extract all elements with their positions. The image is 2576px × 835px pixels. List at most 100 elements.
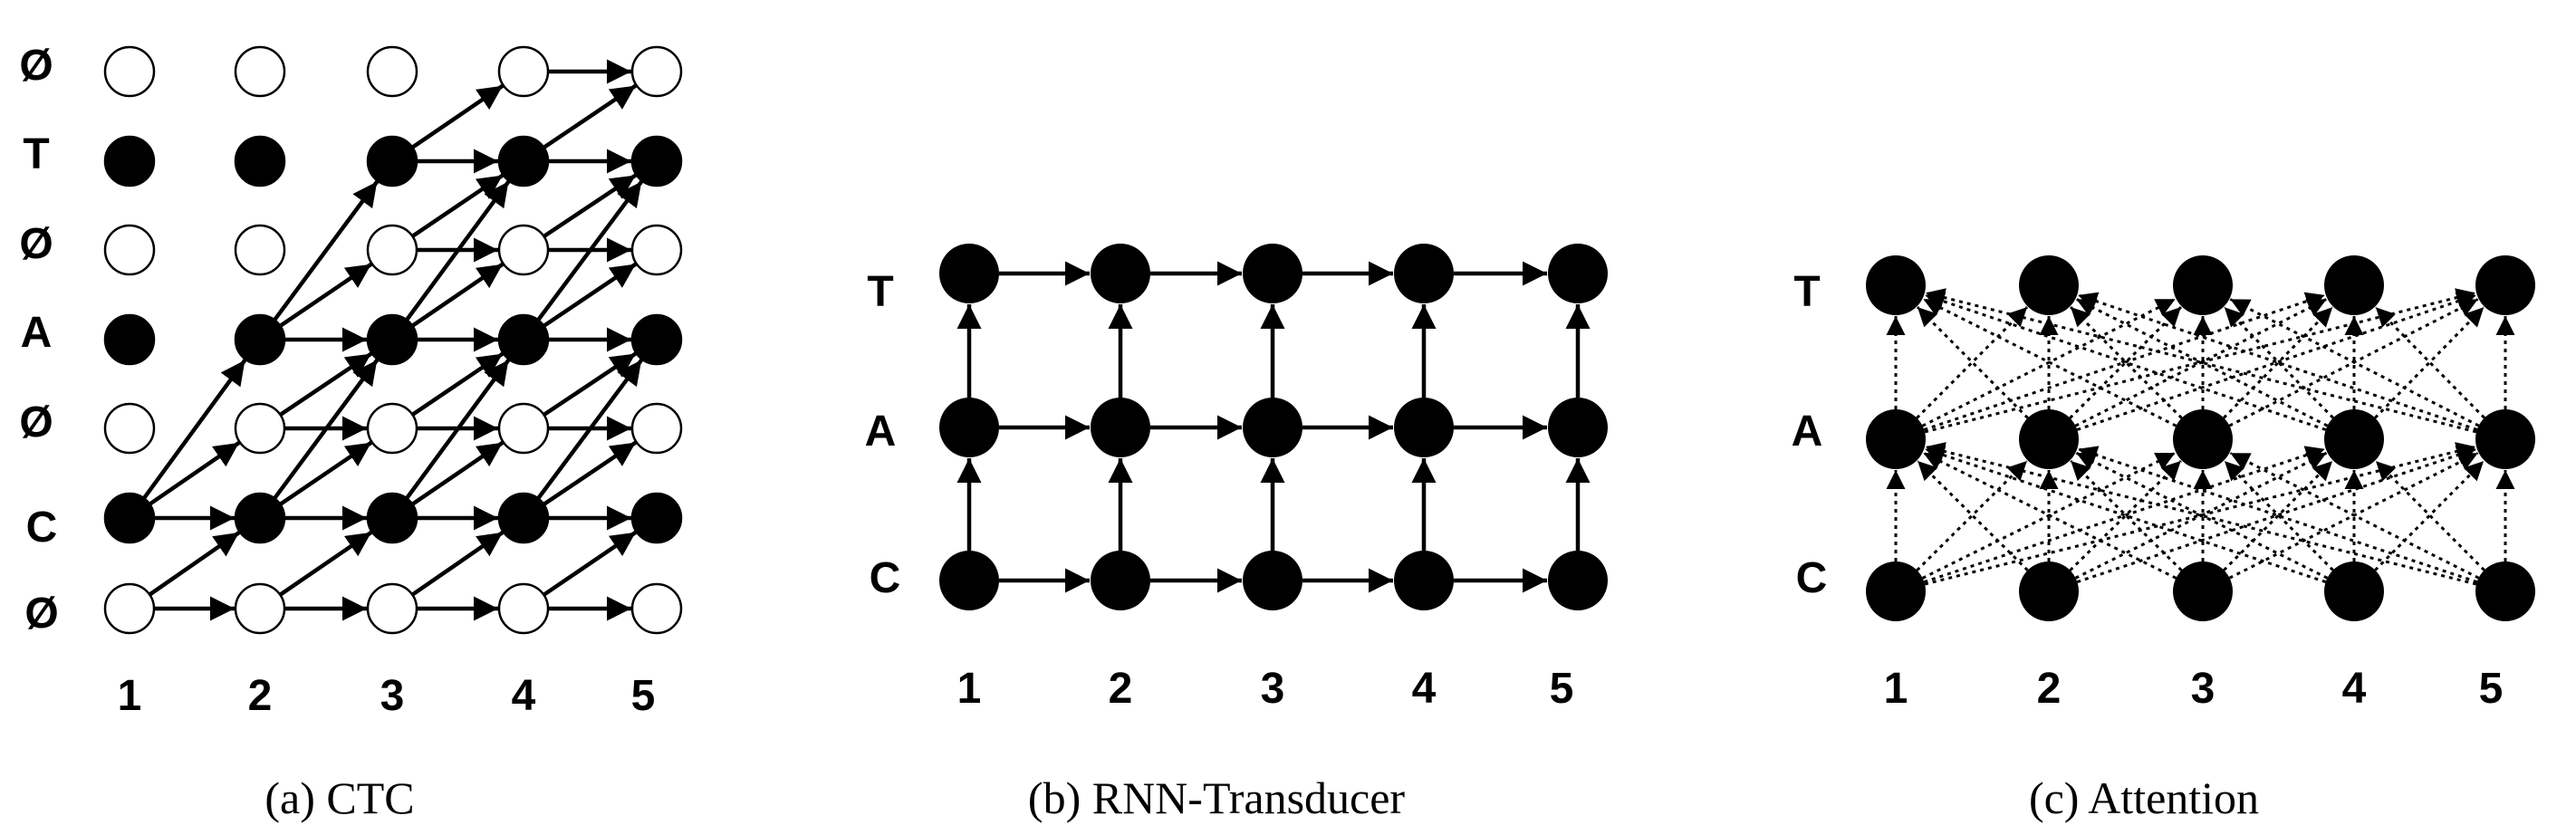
attention-node: [2324, 561, 2384, 621]
ctc-blank-node: [366, 402, 418, 455]
attention-arrow: [2070, 459, 2183, 571]
attention-node: [2173, 255, 2233, 315]
ctc-col-label: 2: [248, 672, 273, 720]
ctc-label-node: [234, 135, 286, 187]
ctc-transition-arrow: [148, 531, 241, 597]
ctc-row-label: Ø: [19, 398, 53, 446]
attention-node: [2324, 409, 2384, 469]
ctc-col-label: 5: [631, 672, 656, 720]
ctc-blank-node: [497, 224, 550, 276]
attention-node: [1866, 561, 1926, 621]
att-col-label: 3: [2191, 665, 2216, 713]
ctc-transition-arrow: [543, 262, 638, 328]
attention-arrow: [1922, 297, 2177, 427]
att-row-label: T: [1793, 268, 1820, 316]
ctc-label-node: [366, 492, 418, 544]
rnnt-node: [1548, 398, 1608, 457]
ctc-transition-arrow: [142, 359, 247, 500]
ctc-transition-arrow: [543, 173, 637, 238]
ctc-col-label: 3: [380, 672, 405, 720]
ctc-transition-arrow: [411, 262, 505, 328]
ctc-blank-node: [234, 582, 286, 635]
attention-arrow: [2069, 305, 2183, 419]
ctc-row-label: Ø: [19, 220, 53, 268]
ctc-blank-node: [497, 402, 550, 455]
attention-arrow: [2069, 459, 2182, 571]
rnnt-node: [1091, 244, 1150, 303]
rnnt-row-label: A: [865, 408, 897, 456]
rnnt-node: [1548, 551, 1608, 610]
rnnt-node: [1091, 398, 1150, 457]
ctc-panel: Ø T Ø A Ø C Ø 1 2 3 4 5 (a) CTC: [19, 42, 683, 823]
ctc-transition-arrow: [279, 440, 373, 506]
attention-arrow: [2077, 292, 2478, 431]
ctc-label-node: [103, 313, 156, 366]
rnn-transducer-panel: T A C 1 2 3 4 5 (b) RNN-Transducer: [865, 244, 1608, 823]
attention-arrow: [2223, 306, 2334, 419]
ctc-row-label: Ø: [19, 42, 53, 90]
ctc-transition-arrow: [410, 531, 505, 597]
ctc-label-node: [366, 135, 418, 187]
rnn-transducer-edges: [956, 261, 1591, 593]
rnnt-node: [1394, 398, 1454, 457]
attention-edges: [1886, 288, 2515, 586]
attention-arrow: [2223, 460, 2334, 571]
attention-arrow: [1923, 446, 2326, 584]
rnnt-row-label: C: [870, 554, 901, 602]
attention-arrow: [1924, 292, 2327, 431]
ctc-row-label: C: [26, 504, 58, 552]
attention-arrow: [1916, 459, 2028, 571]
attention-arrow: [2229, 451, 2480, 580]
attention-node: [2324, 255, 2384, 315]
attention-node: [2475, 255, 2535, 315]
ctc-blank-node: [497, 45, 550, 98]
ctc-nodes: [103, 45, 683, 635]
attention-arrow: [2223, 306, 2334, 419]
ctc-label-node: [103, 492, 156, 544]
ctc-blank-node: [234, 224, 286, 276]
attention-arrow: [2374, 460, 2485, 571]
ctc-blank-node: [103, 224, 156, 276]
rnnt-col-label: 3: [1261, 665, 1285, 713]
ctc-blank-node: [630, 582, 683, 635]
rnnt-node: [1243, 244, 1302, 303]
ctc-label-node: [234, 492, 286, 544]
attention-arrow: [1923, 292, 2326, 431]
ctc-transition-arrow: [273, 180, 380, 322]
rnn-transducer-nodes: [939, 244, 1608, 610]
ctc-label-node: [497, 492, 550, 544]
rnnt-node: [1394, 244, 1454, 303]
att-col-label: 2: [2037, 665, 2062, 713]
ctc-transition-arrow: [411, 351, 505, 417]
attention-panel: T A C 1 2 3 4 5 (c) Attention: [1792, 255, 2535, 823]
ctc-label-node: [497, 135, 550, 187]
ctc-label-node: [103, 135, 156, 187]
attention-arrow: [2374, 306, 2485, 419]
attention-arrow: [2075, 297, 2329, 427]
rnnt-node: [1243, 551, 1302, 610]
ctc-caption: (a) CTC: [264, 773, 414, 823]
ctc-label-node: [630, 135, 683, 187]
ctc-transition-arrow: [543, 530, 638, 597]
ctc-blank-node: [630, 224, 683, 276]
attention-arrow: [1924, 446, 2327, 584]
att-col-label: 5: [2479, 665, 2504, 713]
attention-arrow: [2374, 306, 2485, 419]
ctc-transition-arrow: [279, 262, 373, 328]
rnnt-node: [939, 244, 999, 303]
rnnt-node: [939, 398, 999, 457]
attention-arrow: [1922, 451, 2177, 580]
ctc-blank-node: [366, 45, 418, 98]
ctc-label-node: [366, 313, 418, 366]
attention-arrow: [1917, 459, 2029, 571]
ctc-transition-arrow: [411, 173, 505, 238]
rnn-transducer-caption: (b) RNN-Transducer: [1028, 773, 1405, 823]
attention-arrow: [2076, 292, 2477, 431]
ctc-transition-arrow: [148, 441, 241, 506]
attention-arrow: [1925, 442, 2477, 586]
rnnt-node: [939, 551, 999, 610]
ctc-row-label: A: [21, 309, 53, 357]
att-col-label: 4: [2342, 665, 2367, 713]
ctc-blank-node: [103, 402, 156, 455]
ctc-blank-node: [366, 224, 418, 276]
